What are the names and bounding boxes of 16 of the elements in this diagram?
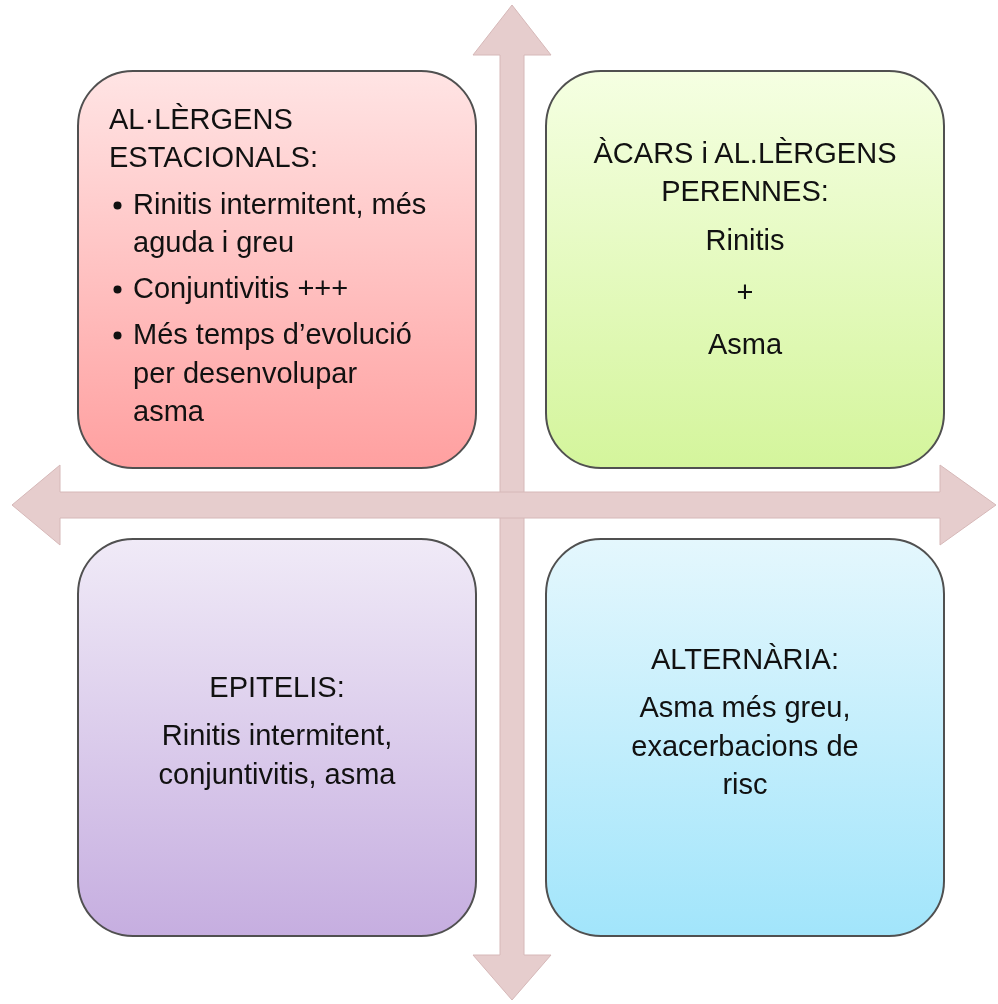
card-text: Rinitis intermitent, conjuntivitis, asma xyxy=(157,718,397,792)
bullet-item: Conjuntivitis +++ xyxy=(109,269,435,308)
card-heading: ALTERNÀRIA: xyxy=(650,642,840,677)
category-card xyxy=(77,538,477,937)
card-text: Asma xyxy=(706,327,784,363)
card-heading: AL·LÈRGENS ESTACIONALS: xyxy=(109,102,319,176)
category-card xyxy=(545,70,945,469)
card-text: Asma més greu, exacerbacions de risc xyxy=(630,690,860,802)
category-card xyxy=(545,538,945,937)
card-text: Rinitis xyxy=(704,222,786,258)
card-text: + xyxy=(735,274,755,310)
card-heading: ÀCARS i AL.LÈRGENS PERENNES: xyxy=(592,136,898,210)
category-card xyxy=(77,70,477,469)
card-heading: EPITELIS: xyxy=(208,670,346,705)
bullet-item: Rinitis intermitent, més aguda i greu xyxy=(109,184,435,262)
bullet-item: Més temps d’evolució per desenvolupar asma xyxy=(109,315,435,431)
